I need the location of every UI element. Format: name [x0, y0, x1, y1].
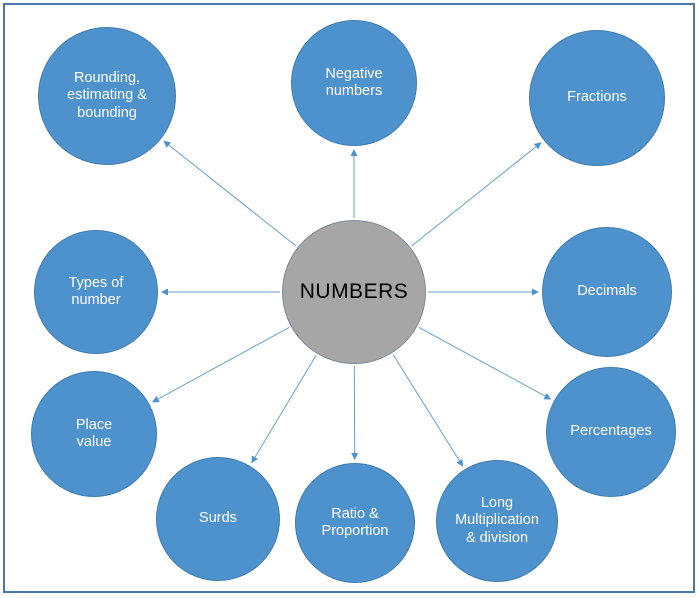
branch-node-label: Percentages: [570, 423, 652, 440]
center-node-numbers[interactable]: NUMBERS: [282, 220, 426, 364]
branch-node-types-of-number[interactable]: Types of number: [34, 230, 158, 354]
branch-node-fractions[interactable]: Fractions: [529, 30, 665, 166]
branch-node-label: Surds: [199, 510, 237, 527]
branch-node-decimals[interactable]: Decimals: [542, 227, 672, 357]
center-node-label: NUMBERS: [299, 279, 409, 303]
edge-numbers-to-rounding: [163, 140, 297, 247]
branch-node-place-value[interactable]: Place value: [31, 371, 157, 497]
branch-node-rounding[interactable]: Rounding, estimating & bounding: [38, 27, 176, 165]
branch-node-long-multiplication[interactable]: Long Multiplication & division: [436, 460, 558, 582]
edge-numbers-to-place-value: [151, 327, 290, 403]
branch-node-label: Rounding, estimating & bounding: [67, 70, 147, 121]
edge-numbers-to-fractions: [411, 142, 542, 247]
branch-node-percentages[interactable]: Percentages: [546, 367, 676, 497]
connector-arrows: [151, 140, 552, 467]
edge-numbers-to-surds: [251, 355, 317, 464]
branch-node-ratio-proportion[interactable]: Ratio & Proportion: [295, 463, 415, 583]
branch-node-label: Long Multiplication & division: [455, 495, 539, 546]
branch-node-label: Types of number: [68, 274, 124, 308]
edge-numbers-to-long-multiplication: [392, 354, 464, 467]
branch-node-surds[interactable]: Surds: [156, 457, 280, 581]
edge-numbers-to-percentages: [418, 326, 552, 400]
branch-node-label: Decimals: [577, 283, 637, 300]
branch-node-label: Place value: [75, 416, 113, 450]
branch-node-negative-numbers[interactable]: Negative numbers: [291, 20, 417, 146]
branch-node-label: Fractions: [567, 89, 627, 106]
branch-node-label: Ratio & Proportion: [321, 505, 389, 539]
branch-node-label: Negative numbers: [325, 65, 383, 99]
